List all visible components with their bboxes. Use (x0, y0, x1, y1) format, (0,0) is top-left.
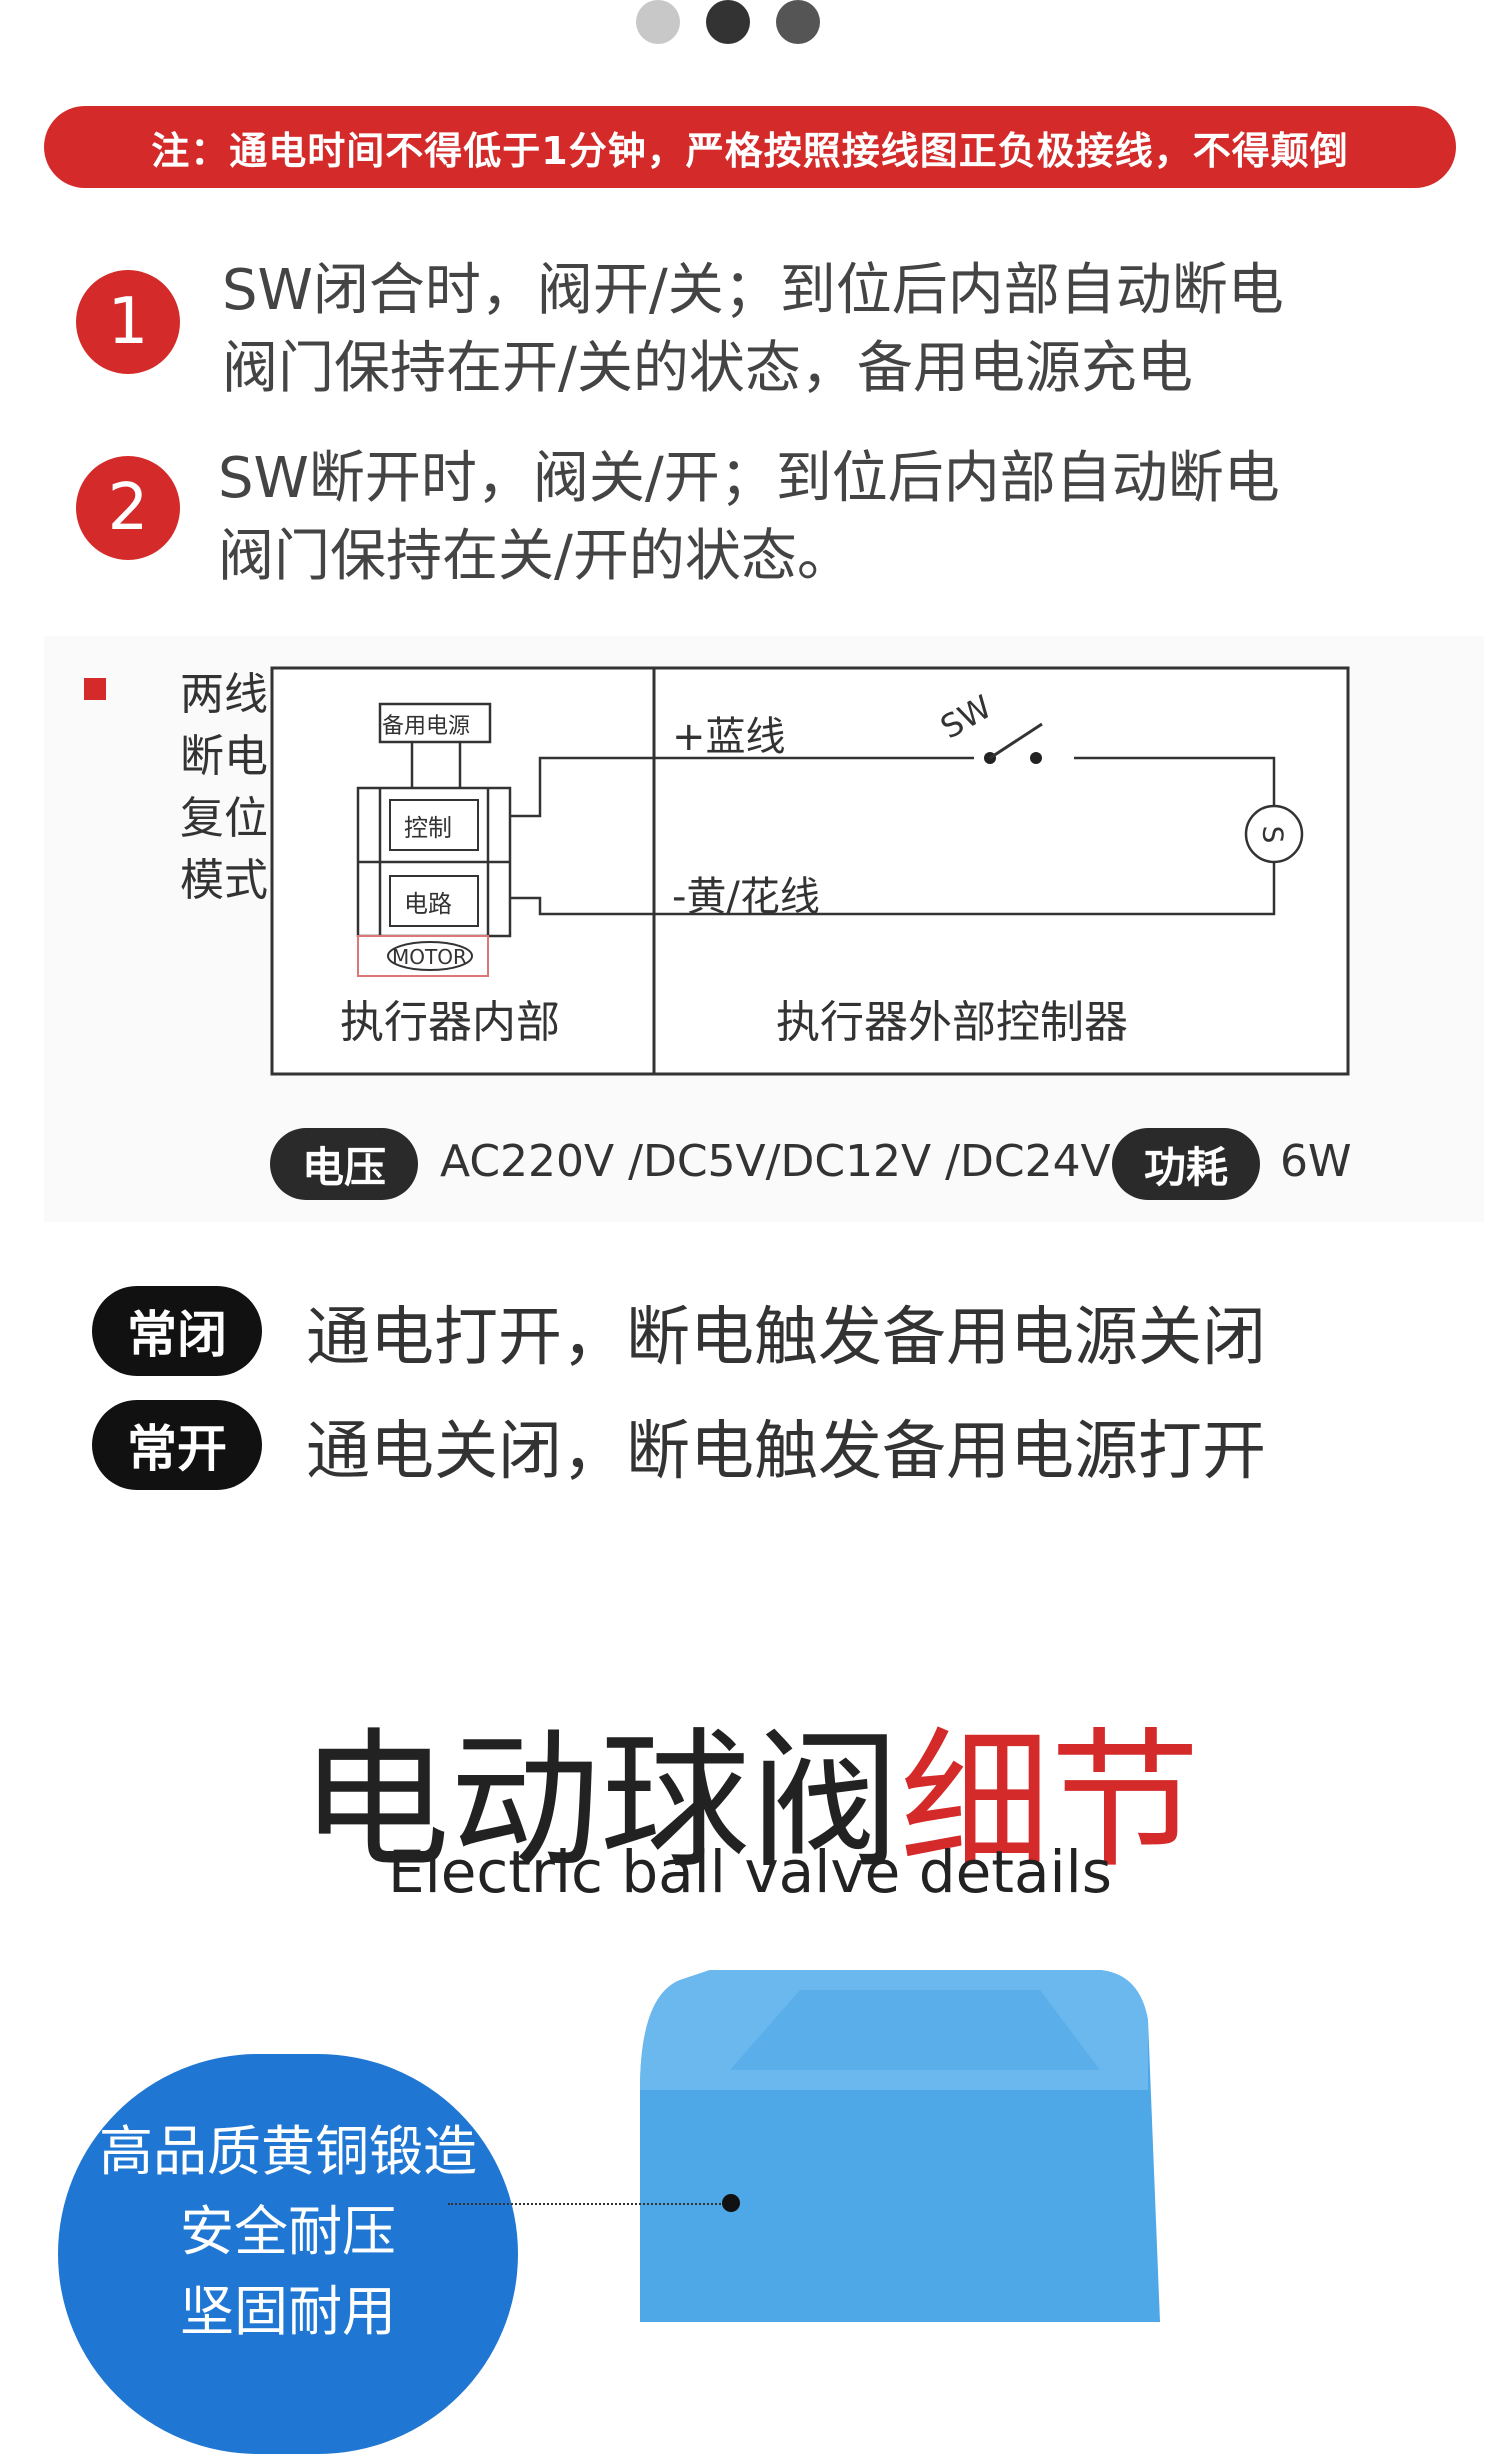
carousel-indicator (636, 0, 826, 44)
switch-icon (989, 722, 1043, 760)
step-number-2: 2 (76, 456, 180, 560)
backup-power-box (378, 702, 492, 744)
carousel-dot-active[interactable] (706, 0, 750, 44)
callout-leader-line (448, 2203, 728, 2205)
details-title: 电动球阀细节 (299, 1715, 1201, 1889)
valve-actuator-image (640, 1970, 1160, 2322)
normally-closed-badge: 常闭 (92, 1286, 262, 1376)
carousel-dot[interactable] (636, 0, 680, 44)
backup-power-label: 备用电源 (382, 714, 471, 739)
source-label: S (1256, 825, 1290, 844)
outer-label: 执行器外部控制器 (776, 997, 1128, 1048)
power-value: 6W (1280, 1136, 1352, 1187)
step-text-1: SW闭合时，阀开/关；到位后内部自动断电阀门保持在开/关的状态，备用电源充电 (222, 258, 1284, 401)
mode-label: 两线 断电 复位 模式 (180, 669, 268, 906)
circuit-label: 电路 (404, 890, 452, 918)
power-badge: 功耗 (1112, 1128, 1260, 1200)
motor-label: MOTOR (392, 945, 467, 969)
motor-icon (387, 941, 473, 971)
step-text-2: SW断开时，阀关/开；到位后内部自动断电阀门保持在关/开的状态。 (218, 446, 1280, 589)
normally-open-badge: 常开 (92, 1400, 262, 1490)
yellow-wire-label: -黄/花线 (672, 874, 820, 920)
mode-marker-icon (84, 678, 106, 700)
step-number-1: 1 (76, 270, 180, 374)
voltage-value: AC220V /DC5V/DC12V /DC24V (440, 1136, 1111, 1187)
carousel-dot[interactable] (776, 0, 820, 44)
details-subtitle: Electric ball valve details (387, 1838, 1113, 1906)
wiring-diagram: 两线 断电 复位 模式 备用电源 控制 电路 MOTOR 执行器 (44, 636, 1484, 1222)
source-icon (1244, 804, 1304, 864)
normally-closed-text: 通电打开，断电触发备用电源关闭 (306, 1301, 1266, 1375)
blue-wire-label: +蓝线 (672, 714, 786, 760)
voltage-badge: 电压 (270, 1128, 418, 1200)
control-label: 控制 (404, 814, 452, 842)
callout-pointer-dot (722, 2194, 740, 2212)
feature-callout: 高品质黄铜锻造 安全耐压 坚固耐用 (58, 2054, 518, 2454)
circuit-diagram (270, 666, 1350, 1076)
warning-banner: 注：通电时间不得低于1分钟，严格按照接线图正负极接线，不得颠倒 (44, 106, 1456, 188)
inner-label: 执行器内部 (340, 997, 560, 1048)
normally-open-text: 通电关闭，断电触发备用电源打开 (306, 1415, 1266, 1489)
